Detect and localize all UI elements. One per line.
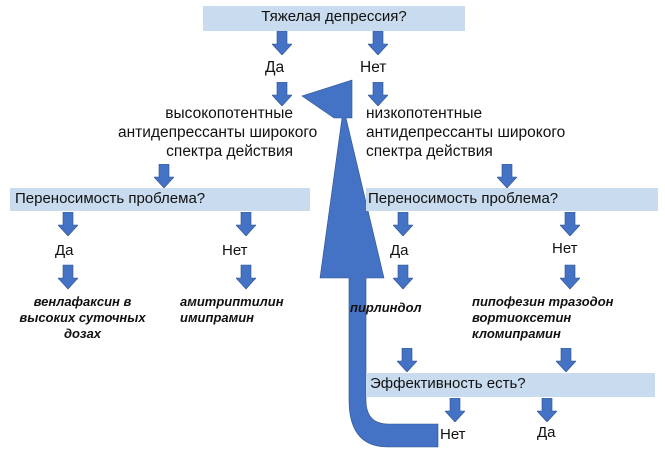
arrow-to-yes-effective	[537, 398, 557, 422]
no-effective-label: Нет	[440, 426, 466, 443]
arrow-to-yes-right	[393, 212, 413, 236]
no-left-label: Нет	[222, 242, 248, 259]
drugs-left-yes-text: венлафаксин в высоких суточных дозах	[19, 294, 146, 341]
depression-question-text: Тяжелая депрессия?	[261, 8, 407, 25]
drugs-right-no-text: пипофезин тразодон вортиоксетин кломипра…	[472, 294, 614, 341]
no-right-label: Нет	[552, 240, 578, 257]
tolerance-question-left-box: Переносимость проблема?	[10, 188, 310, 211]
yes-effective-label: Да	[537, 424, 556, 441]
arrow-to-yes-1	[272, 31, 292, 55]
effectiveness-question-text: Эффективность есть?	[370, 375, 526, 392]
arrow-to-no-left	[236, 212, 256, 236]
arrow-to-no-right	[560, 212, 580, 236]
yes-1-label: Да	[265, 59, 285, 76]
feedback-loop-arrow	[301, 79, 439, 448]
drugs-left-no-text: амитриптилин имипрамин	[180, 294, 284, 325]
tolerance-question-right-box: Переносимость проблема?	[366, 188, 658, 211]
arrow-to-drugs-right-no	[560, 264, 580, 290]
no-1-label: Нет	[360, 59, 387, 76]
drugs-right-yes-text: пирлиндол	[350, 300, 422, 315]
arrow-to-drugs-right-yes	[393, 264, 413, 290]
yes-left-label: Да	[55, 242, 74, 259]
arrow-to-high-potency	[272, 82, 292, 106]
depression-question-box: Тяжелая депрессия?	[203, 6, 465, 31]
arrow-to-low-potency	[368, 82, 388, 106]
yes-right-label: Да	[390, 242, 409, 259]
arrow-to-no-effective	[445, 398, 465, 422]
low-potency-text: низкопотентные антидепрессанты широкого …	[366, 105, 566, 160]
arrow-to-tolerance-right	[497, 164, 517, 188]
arrow-to-drugs-left-no	[236, 264, 256, 290]
arrow-to-no-1	[368, 31, 388, 55]
arrow-to-yes-left	[58, 212, 78, 236]
arrow-to-tolerance-left	[154, 164, 174, 188]
tolerance-question-left-text: Переносимость проблема?	[15, 190, 206, 207]
effectiveness-question-box: Эффективность есть?	[366, 373, 655, 397]
arrow-to-effectiveness-from-left	[397, 348, 417, 372]
tolerance-question-right-text: Переносимость проблема?	[368, 190, 559, 207]
arrow-to-effectiveness-from-right	[556, 348, 576, 372]
arrow-to-drugs-left-yes	[58, 264, 78, 290]
high-potency-text: высокопотентные антидепрессанты широкого…	[118, 105, 318, 160]
